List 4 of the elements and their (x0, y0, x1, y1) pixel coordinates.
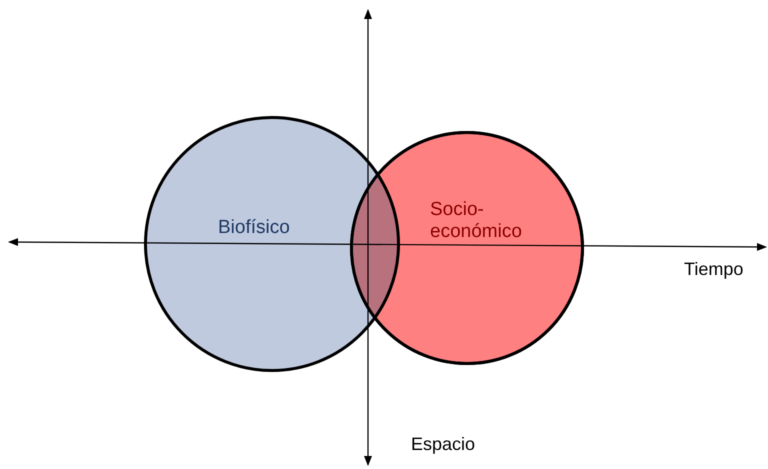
circle-label: Socio-económico (430, 199, 523, 243)
circle-label: Biofísico (218, 217, 291, 239)
axis-label: Espacio (411, 434, 476, 455)
axis-label: Tiempo (684, 259, 744, 280)
